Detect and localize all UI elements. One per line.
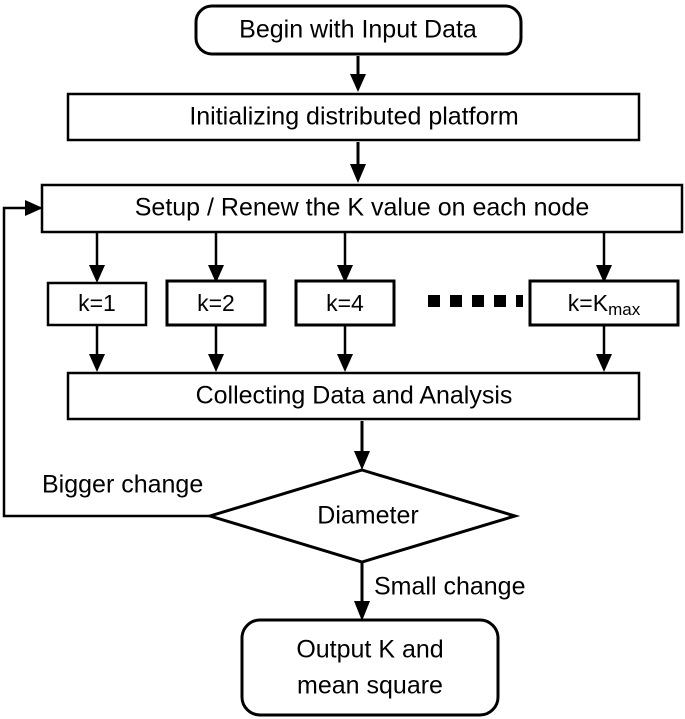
arrow-head-icon	[350, 164, 366, 183]
k2-node-label: k=2	[197, 290, 235, 316]
edge-label-small-change: Small change	[374, 573, 525, 601]
kmax-node-label-main: k=K	[568, 290, 609, 316]
edge-setup-to-k2	[208, 232, 224, 283]
node-k1[interactable]: k=1	[46, 281, 148, 327]
setup-node-shape	[40, 183, 684, 234]
arrow-head-icon	[208, 354, 224, 372]
node-kmax[interactable]: k=Kmax	[528, 279, 680, 327]
node-start[interactable]: Begin with Input Data	[194, 4, 523, 56]
start-node-label: Begin with Input Data	[239, 16, 477, 44]
collect-node-label: Collecting Data and Analysis	[196, 382, 513, 410]
arrow-head-icon	[25, 200, 43, 216]
edge-setup-to-k1	[89, 232, 105, 283]
edge-init-to-setup	[350, 142, 366, 183]
arrow-head-icon	[337, 354, 353, 372]
k2-node-shape	[165, 279, 267, 327]
node-output[interactable]: Output K and mean square	[240, 618, 500, 717]
edge-label-bigger-change: Bigger change	[42, 471, 203, 499]
node-init[interactable]: Initializing distributed platform	[66, 92, 641, 142]
ellipsis-dot-icon	[472, 295, 484, 307]
kmax-node-label: k=Kmax	[568, 290, 641, 319]
init-node-label: Initializing distributed platform	[189, 103, 518, 131]
edge-setup-to-k4	[337, 232, 353, 283]
start-node-shape	[194, 4, 523, 56]
edge-k2-to-collect	[208, 325, 224, 372]
edge-setup-to-kmax	[596, 232, 612, 283]
output-node-shape	[240, 618, 500, 717]
ellipsis-dots	[428, 295, 523, 307]
ellipsis-dot-icon	[428, 295, 440, 307]
edge-feedback-bigger-change	[2, 200, 210, 518]
edge-collect-to-decision	[354, 421, 370, 470]
decision-node-label: Diameter	[317, 502, 418, 530]
edge-kmax-to-collect	[596, 325, 612, 372]
edge-k1-to-collect	[89, 325, 105, 372]
arrow-head-icon	[354, 451, 370, 470]
arrow-head-icon	[350, 74, 366, 92]
arrow-head-icon	[89, 265, 105, 283]
k1-node-label: k=1	[78, 290, 116, 316]
output-node-label-line2: mean square	[297, 672, 443, 700]
edge-k4-to-collect	[337, 325, 353, 372]
edge-start-to-init	[350, 56, 366, 92]
ellipsis-dot-icon	[450, 295, 462, 307]
kmax-node-label-sub: max	[608, 300, 641, 319]
ellipsis-dot-icon	[516, 295, 523, 307]
node-setup[interactable]: Setup / Renew the K value on each node	[40, 183, 684, 234]
node-k4[interactable]: k=4	[294, 279, 396, 327]
arrow-head-icon	[354, 601, 370, 621]
arrow-head-icon	[596, 354, 612, 372]
k4-node-label: k=4	[326, 290, 364, 316]
collect-node-shape	[66, 371, 641, 421]
init-node-shape	[66, 92, 641, 142]
arrow-head-icon	[337, 265, 353, 283]
feedback-edge-line	[2, 206, 210, 518]
output-node-label-line1: Output K and	[296, 636, 443, 664]
node-decision[interactable]: Diameter	[204, 468, 521, 564]
arrow-head-icon	[89, 354, 105, 372]
ellipsis-dot-icon	[494, 295, 506, 307]
edge-decision-to-output	[354, 562, 370, 621]
node-collect[interactable]: Collecting Data and Analysis	[66, 371, 641, 421]
node-k2[interactable]: k=2	[165, 279, 267, 327]
arrow-head-icon	[208, 265, 224, 283]
arrow-head-icon	[596, 265, 612, 283]
setup-node-label: Setup / Renew the K value on each node	[135, 194, 590, 222]
